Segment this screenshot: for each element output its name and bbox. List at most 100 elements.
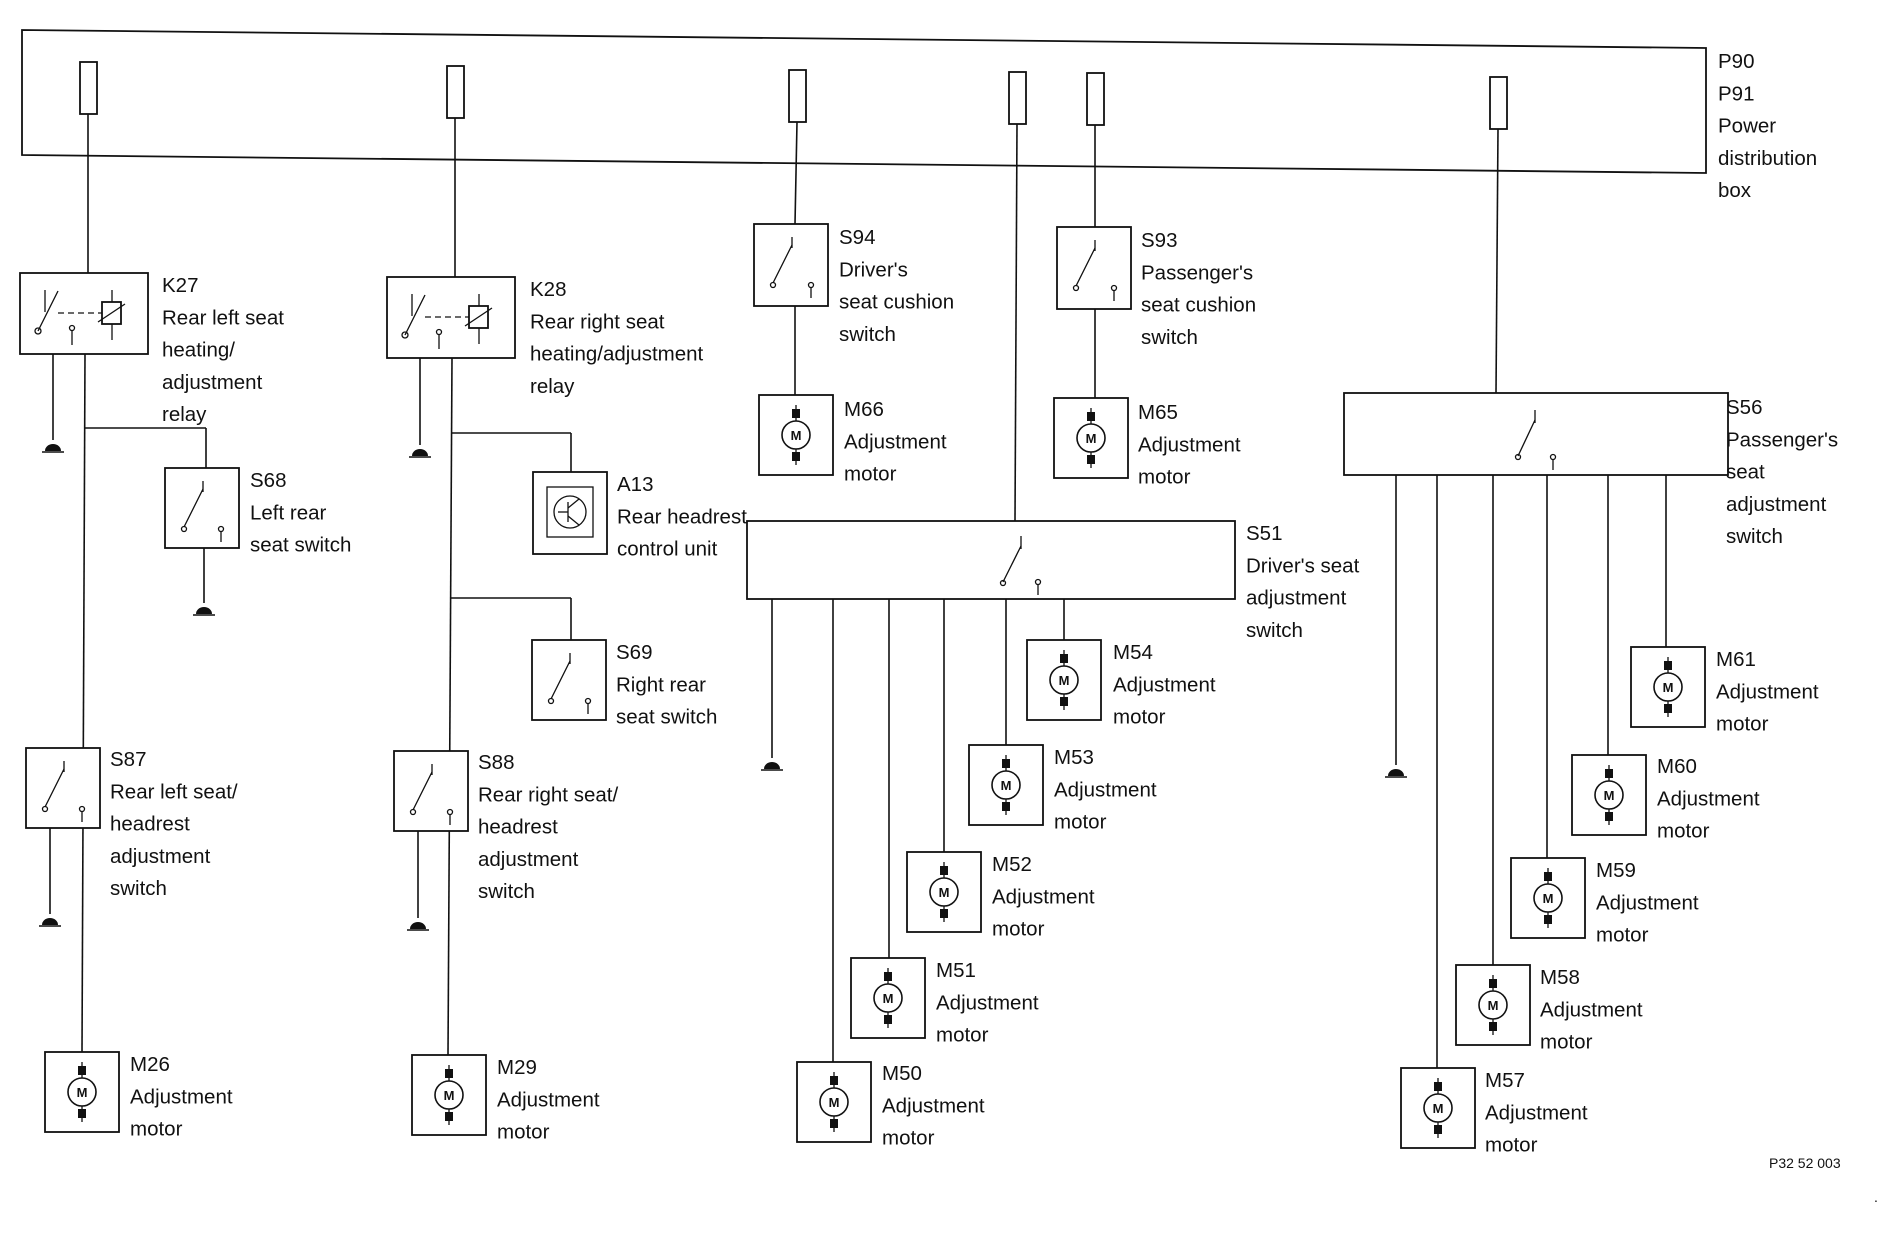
ground-symbols xyxy=(39,444,1407,931)
label-s56-line: Passenger's xyxy=(1726,428,1838,451)
label-s56-line: adjustment xyxy=(1726,493,1827,516)
label-s87-line: switch xyxy=(110,877,167,900)
label-k27-line: heating/ xyxy=(162,339,235,362)
motor-symbol-letter: M xyxy=(1663,680,1674,695)
label-m58-line: motor xyxy=(1540,1031,1593,1054)
motor-symbol-letter: M xyxy=(883,991,894,1006)
label-power-box-line: distribution xyxy=(1718,147,1817,170)
switch-s69 xyxy=(531,639,607,721)
label-s51-line: S51 xyxy=(1246,522,1282,545)
label-s87-line: headrest xyxy=(110,813,190,836)
label-s68-line: S68 xyxy=(250,469,286,492)
motor-m60: M xyxy=(1571,754,1647,836)
fuse-2 xyxy=(446,65,465,119)
label-m59-line: M59 xyxy=(1596,859,1636,882)
label-a13-line: control unit xyxy=(617,538,718,561)
label-m65-line: motor xyxy=(1138,466,1191,489)
label-s68-line: Left rear xyxy=(250,501,327,524)
relay-k27 xyxy=(19,272,149,355)
label-s88-line: headrest xyxy=(478,816,558,839)
motor-symbol-letter: M xyxy=(829,1095,840,1110)
label-k27-line: adjustment xyxy=(162,371,263,394)
label-m60-line: M60 xyxy=(1657,755,1697,778)
label-m29-line: motor xyxy=(497,1121,550,1144)
label-s94-line: switch xyxy=(839,323,896,346)
label-m60-line: Adjustment xyxy=(1657,787,1760,810)
label-s69-line: Right rear xyxy=(616,673,706,696)
label-m59-line: Adjustment xyxy=(1596,891,1699,914)
motor-m58: M xyxy=(1455,964,1531,1046)
switch-s56 xyxy=(1343,392,1729,476)
motor-m59: M xyxy=(1510,857,1586,939)
label-m57-line: Adjustment xyxy=(1485,1101,1588,1124)
motor-symbol-letter: M xyxy=(1543,891,1554,906)
ground-symbol xyxy=(39,918,61,927)
wires xyxy=(49,114,1667,1068)
label-m51-line: Adjustment xyxy=(936,991,1039,1014)
label-m59-line: motor xyxy=(1596,924,1649,947)
label-m66-line: motor xyxy=(844,463,897,486)
label-power-box-line: P90 xyxy=(1718,50,1754,73)
label-s51-line: adjustment xyxy=(1246,587,1347,610)
motor-symbol-letter: M xyxy=(939,885,950,900)
label-m51-line: motor xyxy=(936,1024,989,1047)
label-s51-line: Driver's seat xyxy=(1246,554,1360,577)
label-m61-line: Adjustment xyxy=(1716,680,1819,703)
fuse-1 xyxy=(79,61,98,115)
figure-code: P32 52 003 xyxy=(1769,1155,1841,1171)
motor-symbol-letter: M xyxy=(1086,431,1097,446)
label-s94-line: seat cushion xyxy=(839,291,954,314)
label-s87-line: Rear left seat/ xyxy=(110,780,238,803)
label-s93-line: S93 xyxy=(1141,229,1177,252)
label-m66-line: M66 xyxy=(844,398,884,421)
label-m26-line: M26 xyxy=(130,1053,170,1076)
label-m58-line: M58 xyxy=(1540,966,1580,989)
label-s93-line: seat cushion xyxy=(1141,294,1256,317)
label-k28-line: heating/adjustment xyxy=(530,343,704,366)
motor-m54: M xyxy=(1026,639,1102,721)
label-power-box-line: box xyxy=(1718,179,1752,202)
motor-m26: M xyxy=(44,1051,120,1133)
ground-symbol xyxy=(407,922,429,931)
label-m65-line: Adjustment xyxy=(1138,433,1241,456)
label-m50-line: motor xyxy=(882,1127,935,1150)
label-s93-line: Passenger's xyxy=(1141,261,1253,284)
label-m60-line: motor xyxy=(1657,820,1710,843)
label-s68-line: seat switch xyxy=(250,534,351,557)
label-s56-line: switch xyxy=(1726,525,1783,548)
label-m57-line: motor xyxy=(1485,1134,1538,1157)
label-k28-line: Rear right seat xyxy=(530,310,665,333)
motor-m57: M xyxy=(1400,1067,1476,1149)
fuse-4 xyxy=(1008,71,1027,125)
fuse-6 xyxy=(1489,76,1508,130)
motor-symbol-letter: M xyxy=(444,1088,455,1103)
label-m53-line: motor xyxy=(1054,811,1107,834)
label-s51-line: switch xyxy=(1246,619,1303,642)
label-m61-line: motor xyxy=(1716,713,1769,736)
switch-s51 xyxy=(746,520,1236,600)
label-k27-line: relay xyxy=(162,403,207,426)
label-power-box-line: P91 xyxy=(1718,82,1754,105)
label-m51-line: M51 xyxy=(936,959,976,982)
ground-symbol xyxy=(42,444,64,453)
label-m50-line: Adjustment xyxy=(882,1094,985,1117)
ground-symbol xyxy=(409,449,431,458)
label-m58-line: Adjustment xyxy=(1540,998,1643,1021)
switch-s88 xyxy=(393,750,469,832)
label-s94-line: S94 xyxy=(839,226,875,249)
label-k28-line: relay xyxy=(530,375,575,398)
power-distribution-box xyxy=(21,29,1707,174)
